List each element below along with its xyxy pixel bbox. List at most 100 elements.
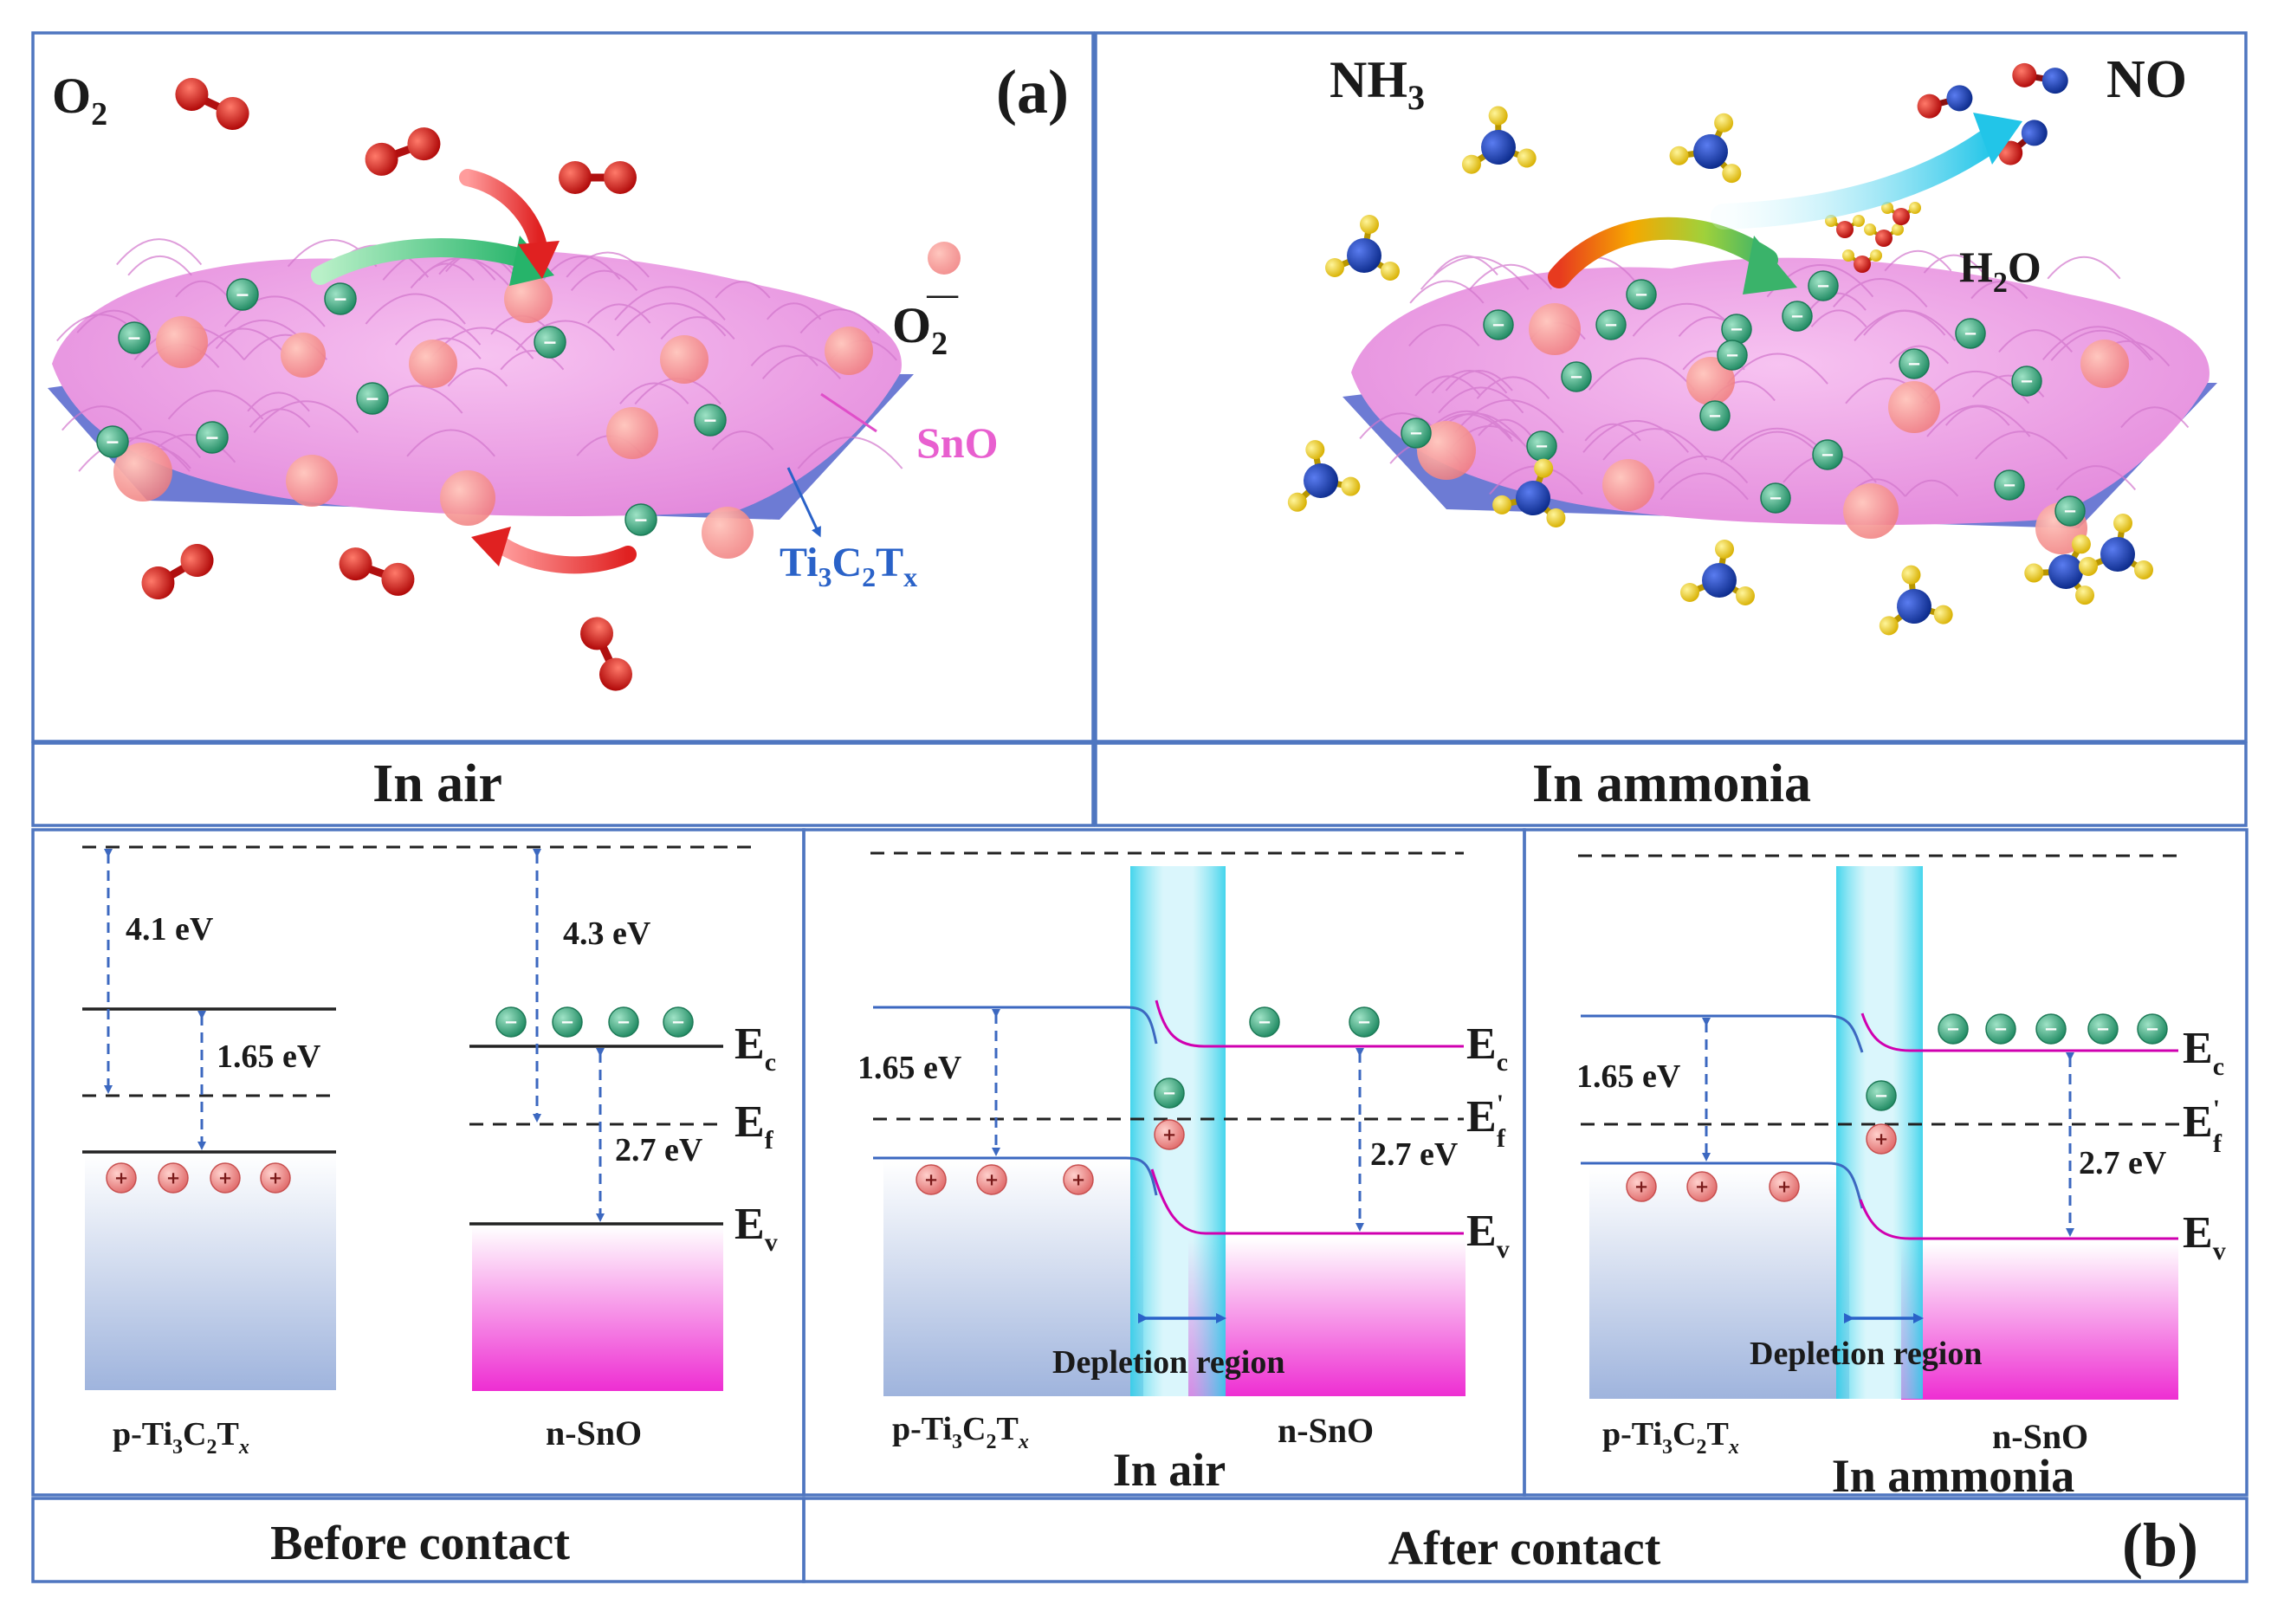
electron-transfer-arrow bbox=[311, 238, 538, 285]
electron-icon: − bbox=[663, 1006, 694, 1038]
hole-icon: + bbox=[1686, 1171, 1718, 1202]
electron-icon: − bbox=[1561, 361, 1592, 392]
svg-text:−: − bbox=[1816, 275, 1830, 295]
oxygen-ion-sphere bbox=[660, 335, 708, 384]
electron-icon: − bbox=[1626, 279, 1657, 310]
electron-icon: − bbox=[2137, 1013, 2168, 1045]
ef-label: E'f bbox=[2183, 1095, 2223, 1158]
oxygen-ion-sphere bbox=[409, 340, 457, 388]
hole-icon: + bbox=[916, 1164, 947, 1195]
n-material-label: n-SnO bbox=[1992, 1417, 2088, 1456]
no-molecule-icon bbox=[1917, 85, 1973, 119]
electrons: −−−−−−−−−−−−−−−−−− bbox=[1401, 270, 2086, 527]
mxene-leader-line bbox=[786, 467, 821, 538]
electron-icon: − bbox=[534, 326, 566, 359]
n-material-label: n-SnO bbox=[546, 1414, 642, 1453]
nh3-molecule-icon bbox=[1680, 540, 1755, 605]
reaction-arrow bbox=[1548, 217, 1778, 288]
electron-icon: − bbox=[1866, 1080, 1897, 1111]
band-diagram-before-contact: ++++ −−−− bbox=[82, 845, 752, 1391]
nh3-molecule-icon bbox=[2079, 514, 2153, 579]
svg-text:+: + bbox=[1695, 1176, 1709, 1196]
oxygen-ion-sphere bbox=[1602, 459, 1654, 511]
mxene-label: Ti3C2Tx bbox=[780, 540, 917, 592]
svg-text:−: − bbox=[633, 509, 648, 530]
oxygen-ion-sphere bbox=[1686, 357, 1735, 405]
hole-icon: + bbox=[1866, 1123, 1897, 1155]
svg-text:−: − bbox=[1769, 488, 1783, 508]
n-conduction-band bbox=[1860, 1013, 2178, 1052]
sensor-in-air-illustration: −−−−−−−−− bbox=[48, 78, 961, 691]
work-function-n-label: 4.3 eV bbox=[563, 916, 651, 952]
electron-icon: − bbox=[552, 1006, 583, 1038]
oxygen-ion-sphere bbox=[286, 455, 338, 507]
oxygen-ion-sphere bbox=[281, 333, 326, 378]
svg-text:−: − bbox=[1535, 436, 1549, 456]
h2o-molecule-icon bbox=[1881, 202, 1921, 225]
svg-text:−: − bbox=[1708, 405, 1722, 425]
oxygen-ion-sphere bbox=[1888, 381, 1940, 433]
svg-text:−: − bbox=[235, 284, 249, 305]
bandgap-n-label: 2.7 eV bbox=[2079, 1145, 2167, 1181]
svg-text:+: + bbox=[114, 1168, 128, 1187]
svg-text:+: + bbox=[1777, 1176, 1791, 1196]
electron-icon: − bbox=[118, 321, 151, 354]
no-label: NO bbox=[2106, 50, 2187, 109]
hole-icon: + bbox=[260, 1162, 291, 1194]
svg-text:−: − bbox=[617, 1012, 631, 1032]
hole-icon: + bbox=[1769, 1171, 1800, 1202]
h2o-molecule-icon bbox=[1825, 215, 1865, 238]
caption-after-contact: After contact bbox=[1388, 1522, 1661, 1575]
nh3-molecule-icon bbox=[1879, 565, 1953, 636]
svg-text:−: − bbox=[560, 1012, 574, 1032]
no-molecule-icon bbox=[2012, 62, 2068, 94]
svg-text:−: − bbox=[365, 388, 379, 409]
electron-icon: − bbox=[624, 503, 657, 536]
svg-text:−: − bbox=[2020, 371, 2034, 391]
electron-icon: − bbox=[356, 382, 389, 415]
electron-icon: − bbox=[1349, 1006, 1380, 1038]
p-material-label: p-Ti3C2Tx bbox=[892, 1411, 1029, 1453]
oxygen-ion-sphere bbox=[825, 327, 873, 375]
sno-layer bbox=[52, 249, 902, 516]
electron-icon: − bbox=[1994, 469, 2025, 501]
o2-molecule-icon bbox=[559, 161, 637, 194]
svg-text:−: − bbox=[1634, 284, 1648, 304]
ev-label: Ev bbox=[2183, 1208, 2226, 1265]
electron-icon: − bbox=[1985, 1013, 2016, 1045]
o2-label: O2 bbox=[52, 68, 107, 133]
p-semiconductor-block bbox=[1589, 1169, 1849, 1399]
band-diagram-after-contact-ammonia: ++++ −−−−−− bbox=[1578, 854, 2183, 1400]
product-release-arrow bbox=[1711, 126, 2005, 230]
sensor-in-ammonia-illustration: −−−−−−−−−−−−−−−−−− bbox=[1287, 62, 2217, 636]
caption-after-ammonia: In ammonia bbox=[1832, 1450, 2075, 1502]
svg-text:−: − bbox=[2145, 1019, 2159, 1038]
caption-in-air: In air bbox=[372, 754, 502, 813]
o2-molecule-icon bbox=[141, 544, 214, 599]
n-semiconductor-block bbox=[1901, 1244, 2178, 1400]
hole-icon: + bbox=[1154, 1119, 1185, 1150]
oxygen-adsorption-arrowhead bbox=[518, 241, 560, 279]
superoxide-label: O2— bbox=[892, 276, 959, 362]
electron-icon: − bbox=[1401, 417, 1432, 449]
ev-label: Ev bbox=[1466, 1207, 1510, 1264]
bandgap-p-label: 1.65 eV bbox=[857, 1050, 962, 1086]
svg-text:−: − bbox=[105, 431, 120, 452]
oxygen-ion-sphere bbox=[1529, 303, 1581, 355]
electron-icon: − bbox=[608, 1006, 639, 1038]
electron-icon: − bbox=[1955, 318, 1986, 349]
electron-icon: − bbox=[1782, 301, 1813, 332]
electron-icon: − bbox=[2035, 1013, 2067, 1045]
electron-icon: − bbox=[1812, 439, 1843, 470]
svg-text:−: − bbox=[1725, 345, 1739, 365]
oxygen-ion-sphere bbox=[1417, 421, 1476, 480]
panel-b-label: (b) bbox=[2122, 1511, 2198, 1580]
bandgap-p-label: 1.65 eV bbox=[1576, 1058, 1681, 1095]
electron-icon: − bbox=[324, 282, 357, 315]
h2o-label: H2O bbox=[1959, 243, 2041, 299]
electrons: −−−− bbox=[495, 1006, 694, 1038]
svg-text:−: − bbox=[1730, 319, 1744, 339]
bandgap-n-label: 2.7 eV bbox=[1370, 1136, 1459, 1173]
svg-text:−: − bbox=[1874, 1085, 1888, 1105]
